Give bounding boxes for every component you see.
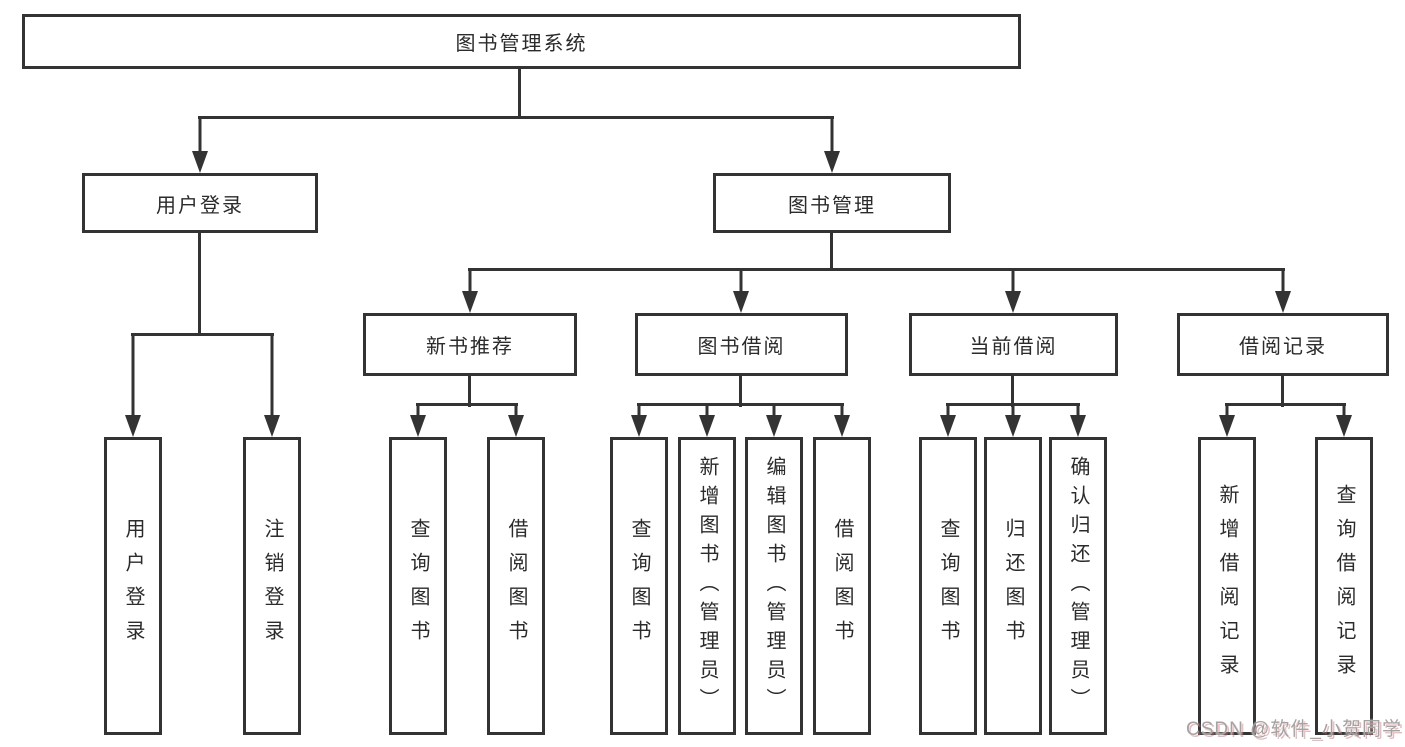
arrow-down-icon (1275, 270, 1291, 313)
node-label: 确认归还（管理员） (1067, 455, 1089, 717)
node-user-login: 用户登录 (82, 173, 318, 233)
node-label: 新增借阅记录 (1216, 484, 1238, 688)
node-label: 用户登录 (122, 518, 144, 654)
leaf-query-book-1: 查询图书 (389, 437, 447, 735)
node-label: 图书管理 (788, 194, 876, 217)
arrow-down-icon (699, 405, 715, 437)
node-label: 归还图书 (1002, 518, 1024, 654)
node-label: 编辑图书（管理员） (763, 455, 785, 717)
connector-vline-new-book-recommend (468, 376, 471, 407)
node-label: 图书管理系统 (455, 33, 588, 55)
leaf-confirm-return-admin: 确认归还（管理员） (1049, 437, 1107, 735)
connector-vline-root (518, 68, 521, 118)
node-label: 查询图书 (407, 518, 429, 654)
arrow-down-icon (940, 405, 956, 437)
leaf-add-book-admin: 新增图书（管理员） (678, 437, 736, 735)
connector-vline-book-management (830, 232, 833, 271)
leaf-query-book-3: 查询图书 (919, 437, 977, 735)
connector-hline-user-login-children (131, 333, 274, 336)
node-label: 查询图书 (937, 518, 959, 654)
connector-hline-level2 (198, 116, 834, 119)
arrow-down-icon (1336, 405, 1352, 437)
node-label: 借阅图书 (831, 518, 853, 654)
node-label: 新增图书（管理员） (696, 455, 718, 717)
arrow-down-icon (1005, 270, 1021, 313)
connector-hline-current-children (946, 403, 1080, 406)
arrow-down-icon (1219, 405, 1235, 437)
arrow-down-icon (462, 270, 478, 313)
node-label: 当前借阅 (969, 336, 1058, 358)
leaf-logout: 注销登录 (243, 437, 301, 735)
arrow-down-icon (824, 118, 840, 173)
connector-hline-borrow-children (637, 403, 844, 406)
node-label: 新书推荐 (426, 336, 514, 358)
leaf-return-book: 归还图书 (984, 437, 1042, 735)
connector-vline-borrow-records (1281, 376, 1284, 407)
arrow-down-icon (733, 270, 749, 313)
leaf-borrow-book-2: 借阅图书 (813, 437, 871, 735)
node-borrow-records: 借阅记录 (1177, 313, 1389, 376)
connector-hline-level3 (468, 268, 1285, 271)
connector-vline-current-borrow (1011, 376, 1014, 407)
arrow-down-icon (1005, 405, 1021, 437)
watermark: CSDN @软件_小贺同学 (1186, 719, 1402, 740)
arrow-down-icon (264, 335, 280, 437)
leaf-query-borrow-record: 查询借阅记录 (1315, 437, 1373, 735)
arrow-down-icon (410, 405, 426, 437)
leaf-query-book-2: 查询图书 (610, 437, 668, 735)
connector-vline-user-login (198, 232, 201, 336)
connector-vline-book-borrow (739, 376, 742, 407)
leaf-user-login: 用户登录 (104, 437, 162, 735)
connector-hline-records-children (1225, 403, 1346, 406)
node-label: 用户登录 (156, 194, 244, 217)
arrow-down-icon (192, 118, 208, 173)
leaf-add-borrow-record: 新增借阅记录 (1198, 437, 1256, 735)
node-book-management: 图书管理 (713, 173, 951, 233)
node-label: 借阅图书 (505, 518, 527, 654)
node-label: 查询借阅记录 (1333, 484, 1355, 688)
node-current-borrow: 当前借阅 (909, 313, 1118, 376)
node-label: 借阅记录 (1239, 336, 1327, 358)
node-root: 图书管理系统 (22, 14, 1021, 69)
node-label: 注销登录 (261, 518, 283, 654)
arrow-down-icon (766, 405, 782, 437)
arrow-down-icon (1070, 405, 1086, 437)
leaf-edit-book-admin: 编辑图书（管理员） (745, 437, 803, 735)
arrow-down-icon (125, 335, 141, 437)
node-new-book-recommend: 新书推荐 (363, 313, 577, 376)
leaf-borrow-book-1: 借阅图书 (487, 437, 545, 735)
connector-hline-recommend-children (416, 403, 518, 406)
node-label: 查询图书 (628, 518, 650, 654)
node-book-borrow: 图书借阅 (635, 313, 848, 376)
arrow-down-icon (834, 405, 850, 437)
node-label: 图书借阅 (697, 336, 786, 358)
arrow-down-icon (631, 405, 647, 437)
arrow-down-icon (508, 405, 524, 437)
